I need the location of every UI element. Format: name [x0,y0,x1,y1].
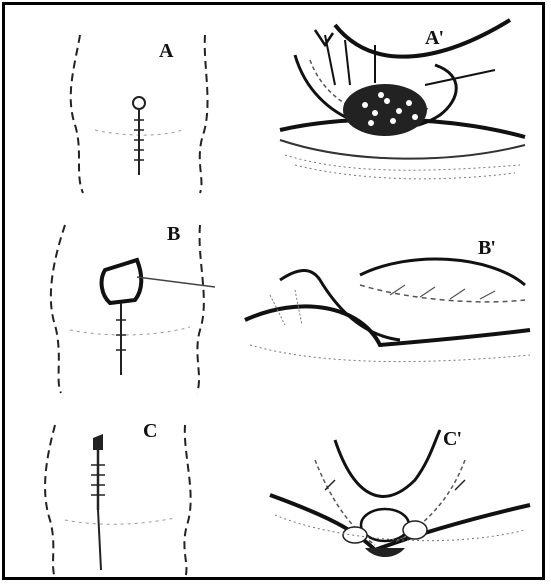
figure-frame: A A' [2,2,545,580]
panel-c-label: C [143,420,156,443]
panel-b-drawing [25,215,245,395]
panel-a-prime-drawing [275,15,530,190]
panel-b-label: B [167,223,179,246]
panel-c-prime: C' [265,420,535,570]
panel-c: C [25,410,225,580]
panel-b-prime-label: B' [478,237,495,260]
panel-b-prime: B' [240,225,535,375]
panel-c-prime-label: C' [443,428,461,451]
panel-a-drawing [35,25,235,195]
panel-c-drawing [25,410,225,580]
panel-b: B [25,215,245,395]
panel-a-label: A [159,40,172,63]
panel-c-prime-drawing [265,420,535,570]
panel-a: A [35,25,235,195]
panel-a-prime: A' [275,15,530,190]
panel-a-prime-label: A' [425,27,443,50]
